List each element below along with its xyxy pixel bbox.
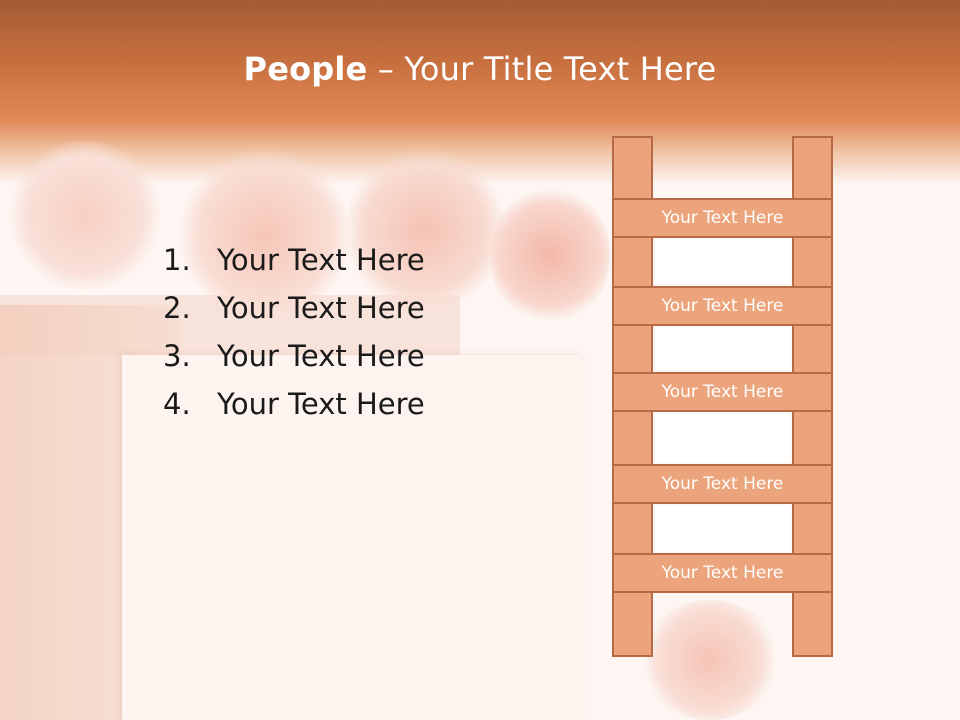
- title-bold: People: [243, 50, 368, 88]
- ladder-rung: Your Text Here: [612, 286, 833, 326]
- list-number: 4.: [163, 387, 191, 421]
- title-rest: – Your Title Text Here: [367, 50, 717, 88]
- list-text: Your Text Here: [217, 339, 425, 373]
- slide-title: People – Your Title Text Here: [0, 50, 960, 88]
- ladder-gap: [655, 505, 790, 552]
- list-item: 4. Your Text Here: [163, 380, 583, 428]
- list-item: 3. Your Text Here: [163, 332, 583, 380]
- ladder-rung: Your Text Here: [612, 553, 833, 593]
- list-text: Your Text Here: [217, 291, 425, 325]
- ladder-gap: [655, 413, 790, 462]
- ladder-gap: [655, 239, 790, 284]
- ladder-rung: Your Text Here: [612, 198, 833, 238]
- ladder-gap: [655, 327, 790, 370]
- numbered-list: 1. Your Text Here 2. Your Text Here 3. Your…: [163, 236, 583, 428]
- list-item: 2. Your Text Here: [163, 284, 583, 332]
- list-number: 2.: [163, 291, 191, 325]
- list-text: Your Text Here: [217, 387, 425, 421]
- list-text: Your Text Here: [217, 243, 425, 277]
- ladder-rung: Your Text Here: [612, 464, 833, 504]
- ladder-rung: Your Text Here: [612, 372, 833, 412]
- list-number: 1.: [163, 243, 191, 277]
- list-number: 3.: [163, 339, 191, 373]
- list-item: 1. Your Text Here: [163, 236, 583, 284]
